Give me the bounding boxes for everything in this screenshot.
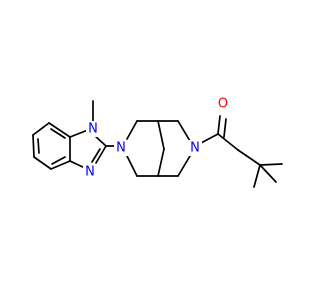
bond-chain-1 bbox=[237, 149, 261, 166]
o1-label-bg bbox=[216, 96, 230, 112]
bond-amide-n-c bbox=[200, 133, 219, 144]
atom-n3: N bbox=[116, 141, 126, 156]
bond-tbutyl-2 bbox=[253, 164, 261, 188]
bond-imidazole-double bbox=[91, 148, 101, 163]
bond-tbutyl-3 bbox=[259, 164, 277, 183]
bond-benzene-5 bbox=[48, 122, 71, 138]
bond-benzene-4 bbox=[50, 160, 71, 170]
bond-benzene-3 bbox=[33, 156, 52, 170]
n4-label-bg bbox=[188, 140, 202, 156]
atom-o1: O bbox=[218, 97, 228, 112]
atom-n1: N bbox=[88, 122, 98, 137]
bond-bicycle-3 bbox=[157, 120, 165, 150]
bond-benzene-2 bbox=[32, 134, 35, 158]
bond-acyl-1 bbox=[217, 133, 239, 151]
atom-n2: N bbox=[85, 165, 95, 180]
bond-benzene-inner-2 bbox=[51, 156, 66, 165]
bond-benzene-inner-3 bbox=[50, 128, 66, 139]
n2-label-bg bbox=[83, 164, 97, 180]
bond-bicycle-1 bbox=[126, 120, 138, 140]
bond-imidazole-3 bbox=[95, 145, 107, 164]
bond-bicycle-4 bbox=[157, 148, 165, 177]
atom-n4: N bbox=[190, 141, 200, 156]
n1-label-bg bbox=[86, 121, 100, 137]
bond-benzene-1 bbox=[32, 122, 50, 136]
bond-bicycle-6 bbox=[126, 155, 138, 177]
n3-label-bg bbox=[114, 140, 128, 156]
bond-carbonyl-1 bbox=[217, 115, 221, 135]
bond-tbutyl-1 bbox=[259, 163, 283, 166]
bond-benzene-inner-1 bbox=[37, 138, 40, 154]
bond-carbonyl-2 bbox=[223, 118, 227, 138]
bond-imidazole-1 bbox=[69, 129, 89, 138]
bond-bicycle-8 bbox=[177, 120, 191, 142]
chemical-structure: N N N N O bbox=[32, 96, 283, 188]
bond-bicycle-9 bbox=[177, 155, 191, 177]
molecule-canvas: N N N N O bbox=[32, 96, 283, 188]
